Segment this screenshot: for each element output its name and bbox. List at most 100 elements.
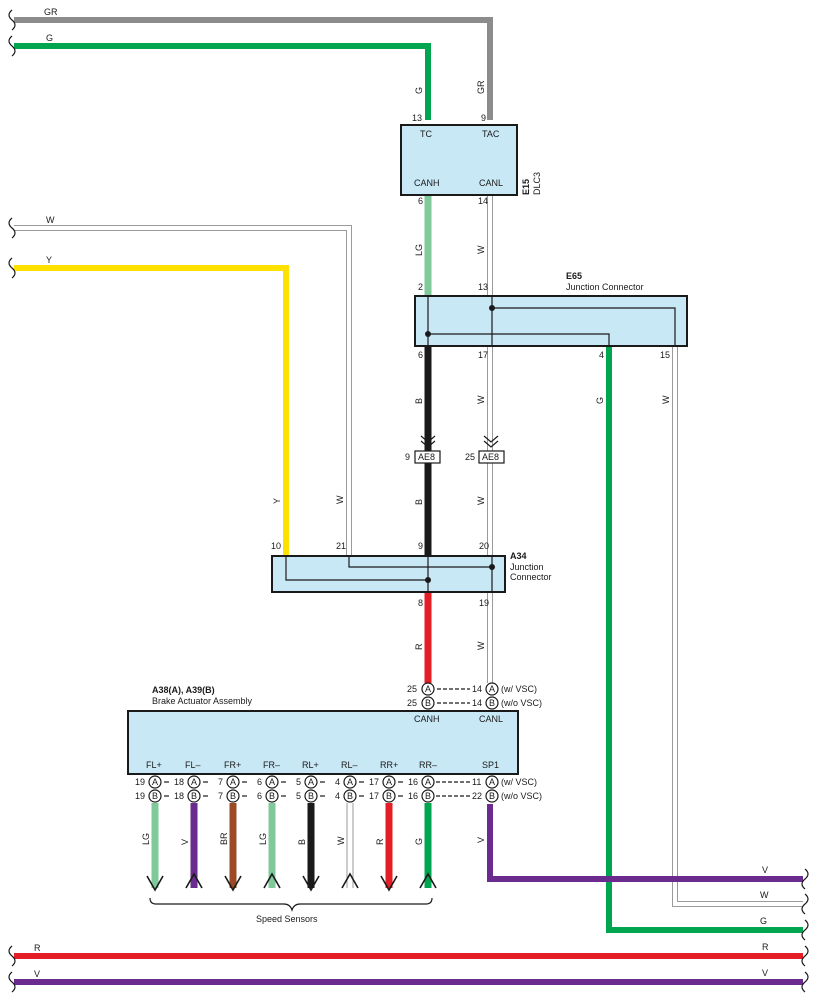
actuator-sp1: SP1	[482, 760, 499, 770]
label-wire-v: V	[34, 969, 40, 979]
a34-wire-y-label: Y	[272, 498, 282, 504]
terminal-flplus-conn-a: A	[152, 777, 158, 787]
can-pin-row-a: 25 A 14 A (w/ VSC)	[407, 682, 537, 696]
sp1-wire-label: V	[476, 837, 486, 843]
terminal-frplus-conn-circle-a	[226, 775, 240, 789]
terminal-flminus-conn-b: B	[191, 791, 197, 801]
terminal-flminus-label: FL–	[185, 760, 201, 770]
terminal-rrplus-conn-circle-a	[382, 775, 396, 789]
dlc3-wire-g-label: G	[414, 87, 424, 94]
dlc3-tc: TC	[420, 129, 432, 139]
terminal-flminus-conn-circle-a	[187, 775, 201, 789]
terminal-rrminus-arrow	[419, 872, 437, 889]
can-pin-a-left: 25	[407, 684, 417, 694]
terminal-rrplus-conn-circle-b	[382, 789, 396, 803]
label-wire-r: R	[34, 943, 41, 953]
brake-actuator-assembly: 25 A 14 A (w/ VSC) 25 B 14 B (w/o VSC) A…	[127, 682, 542, 924]
terminal-rlminus-arrow	[341, 872, 359, 889]
a34-pin-y: 10	[271, 541, 281, 551]
e65-junction-connector: E65 Junction Connector 2 13 6 17 4 15 B …	[414, 271, 688, 404]
label-wire-w: W	[46, 215, 55, 225]
terminal-rrminus-conn-circle-b	[421, 789, 435, 803]
e65-wire-g-label: G	[595, 397, 605, 404]
terminal-rrplus-conn-a: A	[386, 777, 392, 787]
a34-name1: Junction	[510, 562, 544, 572]
terminal-flminus-pin-a: 18	[174, 777, 184, 787]
terminal-frminus-pin-a: 6	[257, 777, 262, 787]
dlc3-out-lg: 6	[418, 196, 423, 206]
terminal-flminus-pin-b: 18	[174, 791, 184, 801]
terminal-rrminus-conn-circle-a	[421, 775, 435, 789]
terminal-rlminus-wire-label: W	[336, 836, 346, 845]
actuator-canh: CANH	[414, 714, 440, 724]
dlc3-connector: G GR 13 9 TC TAC CANH CANL E15 DLC3 6 14…	[400, 80, 542, 256]
terminal-flplus-wire-label: LG	[141, 833, 151, 845]
terminal-flminus-arrow	[185, 872, 203, 889]
dlc3-tac: TAC	[482, 129, 500, 139]
terminal-rlplus-wire-label: B	[297, 839, 307, 845]
right-break-marks	[801, 868, 809, 993]
sp1-pin-b: 22	[472, 791, 482, 801]
wire-w-left	[14, 226, 351, 556]
terminal-frplus-pin-b: 7	[218, 791, 223, 801]
a34-name2: Connector	[510, 572, 552, 582]
ae8-code-b: AE8	[418, 452, 435, 462]
terminal-flminus-conn-circle-b	[187, 789, 201, 803]
terminal-frplus-conn-circle-b	[226, 789, 240, 803]
e65-out-w2: 15	[660, 350, 670, 360]
sp1-pin-a: 11	[472, 777, 481, 787]
ae8-code-w: AE8	[482, 452, 499, 462]
dlc3-pin-g: 13	[412, 113, 422, 123]
terminal-rrplus-wire-label: R	[375, 838, 385, 845]
actuator-code: A38(A), A39(B)	[152, 685, 215, 695]
dlc3-wire-lg-label: LG	[414, 244, 424, 256]
ae8-pin-w: 25	[465, 452, 475, 462]
can-note-a: (w/ VSC)	[501, 684, 537, 694]
actuator-name: Brake Actuator Assembly	[152, 696, 253, 706]
terminal-frplus-conn-a: A	[230, 777, 236, 787]
dlc3-wire-gr-label: GR	[476, 80, 486, 94]
actuator-box	[127, 710, 519, 775]
wire-w-right-outline	[672, 346, 803, 907]
terminal-flplus-arrow	[146, 875, 164, 892]
wire-y	[14, 265, 289, 556]
e65-out-b: 6	[418, 350, 423, 360]
ae8-pin-b: 9	[405, 452, 410, 462]
terminal-rlminus-pin-b: 4	[335, 791, 340, 801]
terminal-rrminus-label: RR–	[419, 760, 437, 770]
label-wire-r-right: R	[762, 942, 769, 952]
terminal-flplus-label: FL+	[146, 760, 162, 770]
a34-code: A34	[510, 551, 527, 561]
terminal-frplus-label: FR+	[224, 760, 241, 770]
ae8-box-w	[478, 450, 505, 464]
terminal-rlplus-pin-a: 5	[296, 777, 301, 787]
e65-in-w: 13	[478, 282, 488, 292]
wire-v-sp1	[487, 804, 803, 882]
label-wire-w-right: W	[760, 890, 769, 900]
e65-code: E65	[566, 271, 582, 281]
sp1-conn-b: B	[489, 791, 495, 801]
wire-g-right	[606, 346, 803, 933]
left-break-marks	[8, 9, 16, 993]
terminal-rlminus-conn-a: A	[347, 777, 353, 787]
dlc3-box	[400, 124, 518, 196]
terminal-rlminus-label: RL–	[341, 760, 358, 770]
a34-pin-w: 21	[336, 541, 346, 551]
dlc3-out-w: 14	[478, 196, 488, 206]
a34-wire-w-label: W	[335, 495, 345, 504]
a34-box	[271, 555, 506, 593]
can-pin-b-left: 25	[407, 698, 417, 708]
terminal-flplus-pin-b: 19	[135, 791, 145, 801]
terminal-frminus-arrow	[263, 872, 281, 889]
label-wire-v2-right: V	[762, 968, 768, 978]
terminal-rrminus-wire-label: G	[414, 838, 424, 845]
ae8-box-b	[414, 450, 441, 464]
terminal-frplus-wire-label: BR	[219, 832, 229, 845]
can-note-b: (w/o VSC)	[501, 698, 542, 708]
terminal-frminus-conn-b: B	[269, 791, 275, 801]
a34-pin-b: 9	[418, 541, 423, 551]
terminal-flminus-wire-label: V	[180, 839, 190, 845]
ae8-wire-b-label: B	[414, 499, 424, 505]
terminal-rlplus-conn-a: A	[308, 777, 314, 787]
